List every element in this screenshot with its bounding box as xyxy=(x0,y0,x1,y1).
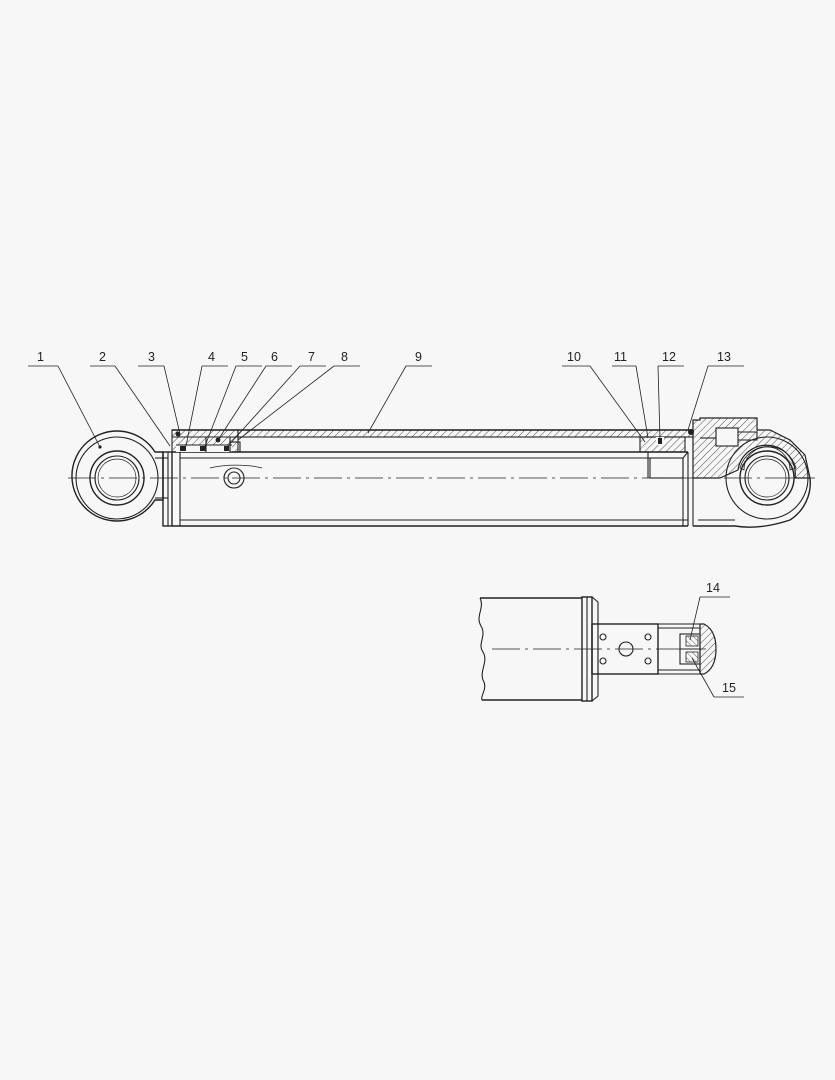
piston-section xyxy=(639,429,694,479)
cylinder-barrel xyxy=(172,451,689,527)
callout-14: 14 xyxy=(706,581,720,595)
callout-6: 6 xyxy=(271,350,278,364)
hydraulic-cylinder-assembly xyxy=(68,417,815,528)
callout-2: 2 xyxy=(99,350,106,364)
callout-9: 9 xyxy=(415,350,422,364)
callout-11: 11 xyxy=(614,350,627,364)
callout-13: 13 xyxy=(717,350,731,364)
rear-end-cap xyxy=(687,417,811,528)
callout-numbers: 1 2 3 4 5 6 7 8 9 10 11 12 13 xyxy=(37,350,731,364)
callout-5: 5 xyxy=(241,350,248,364)
rod-eye-left xyxy=(71,430,168,522)
callout-8: 8 xyxy=(341,350,348,364)
callout-4: 4 xyxy=(208,350,215,364)
oil-port-left xyxy=(209,464,263,489)
callout-15: 15 xyxy=(722,681,736,695)
callout-7: 7 xyxy=(308,350,315,364)
callout-1: 1 xyxy=(37,350,44,364)
rod-collar xyxy=(162,451,173,527)
callout-leaders xyxy=(28,365,744,449)
callout-3: 3 xyxy=(148,350,155,364)
callout-12: 12 xyxy=(662,350,676,364)
callout-10: 10 xyxy=(567,350,581,364)
gland-section xyxy=(171,429,241,453)
detail-view: 14 15 xyxy=(478,581,744,702)
